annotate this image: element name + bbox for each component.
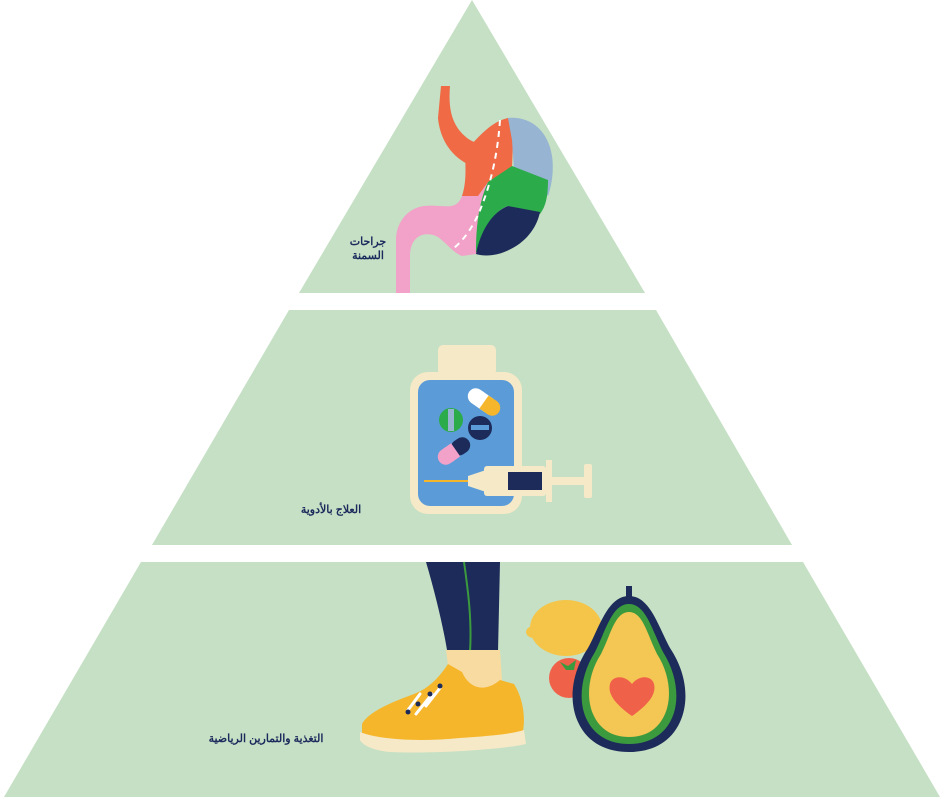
tier-label-bottom: التغذية والتمارين الرياضية — [196, 732, 336, 746]
tier-label-middle: العلاج بالأدوية — [286, 503, 376, 517]
tier-label-top-line2: السمنة — [336, 249, 400, 263]
tier-label-top: جراحات السمنة — [336, 235, 400, 263]
tier-label-top-line1: جراحات — [336, 235, 400, 249]
